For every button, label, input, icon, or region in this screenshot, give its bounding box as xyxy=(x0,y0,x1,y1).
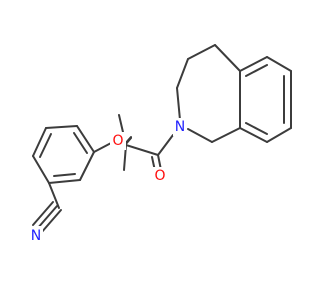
bond-azepine-n-down xyxy=(187,128,213,143)
bonds xyxy=(32,44,292,234)
bond-ring1-d-inner xyxy=(73,132,88,154)
bond-azepine-c xyxy=(214,44,241,72)
bond-benz-e xyxy=(266,127,292,143)
bond-benz-c xyxy=(266,56,292,72)
bond-nitrile-triple-2 xyxy=(40,209,62,234)
ring-n-label: N xyxy=(175,119,185,135)
bond-azepine-a xyxy=(176,58,189,89)
bond-carbonyl-to-ring-n xyxy=(157,134,174,156)
bond-benz-f xyxy=(239,127,268,143)
bond-ring1-b xyxy=(32,127,47,157)
bond-benz-b-inner xyxy=(245,64,268,77)
bond-ring-to-ether-o xyxy=(93,141,114,153)
bond-azepine-n-up xyxy=(176,87,181,121)
bond-ring1-c xyxy=(45,125,78,129)
label-bg-ether-o xyxy=(110,132,126,150)
bond-azepine-b xyxy=(187,44,216,60)
bond-ring1-e xyxy=(79,151,95,181)
label-bg-nitrile-n xyxy=(29,226,43,244)
bond-ring1-f xyxy=(48,179,81,184)
bond-ring1-a xyxy=(32,155,50,184)
canvas-background xyxy=(0,0,300,300)
bond-quaternary-to-carbonyl xyxy=(125,144,159,156)
bond-nitrile-triple-1 xyxy=(36,205,58,230)
bond-nitrile-to-ring xyxy=(48,182,60,209)
bond-benz-f-inner xyxy=(245,122,268,135)
carbonyl-o-label: O xyxy=(154,168,165,184)
label-bg-carbonyl-o xyxy=(152,167,168,185)
nitrile-n-label: N xyxy=(31,228,41,244)
bond-ring1-f-inner xyxy=(53,173,76,177)
bond-nitrile-triple-3 xyxy=(32,201,54,226)
bond-ring1-d xyxy=(76,125,95,153)
bond-azepine-d xyxy=(211,127,241,143)
ether-o-label: O xyxy=(112,133,123,149)
atom-labels: N O N O xyxy=(29,118,187,244)
label-bg-ring-n xyxy=(173,118,187,136)
bond-benz-b xyxy=(239,56,268,72)
bond-ring1-b-inner xyxy=(39,133,52,158)
structure-canvas: N O N O xyxy=(0,0,300,300)
